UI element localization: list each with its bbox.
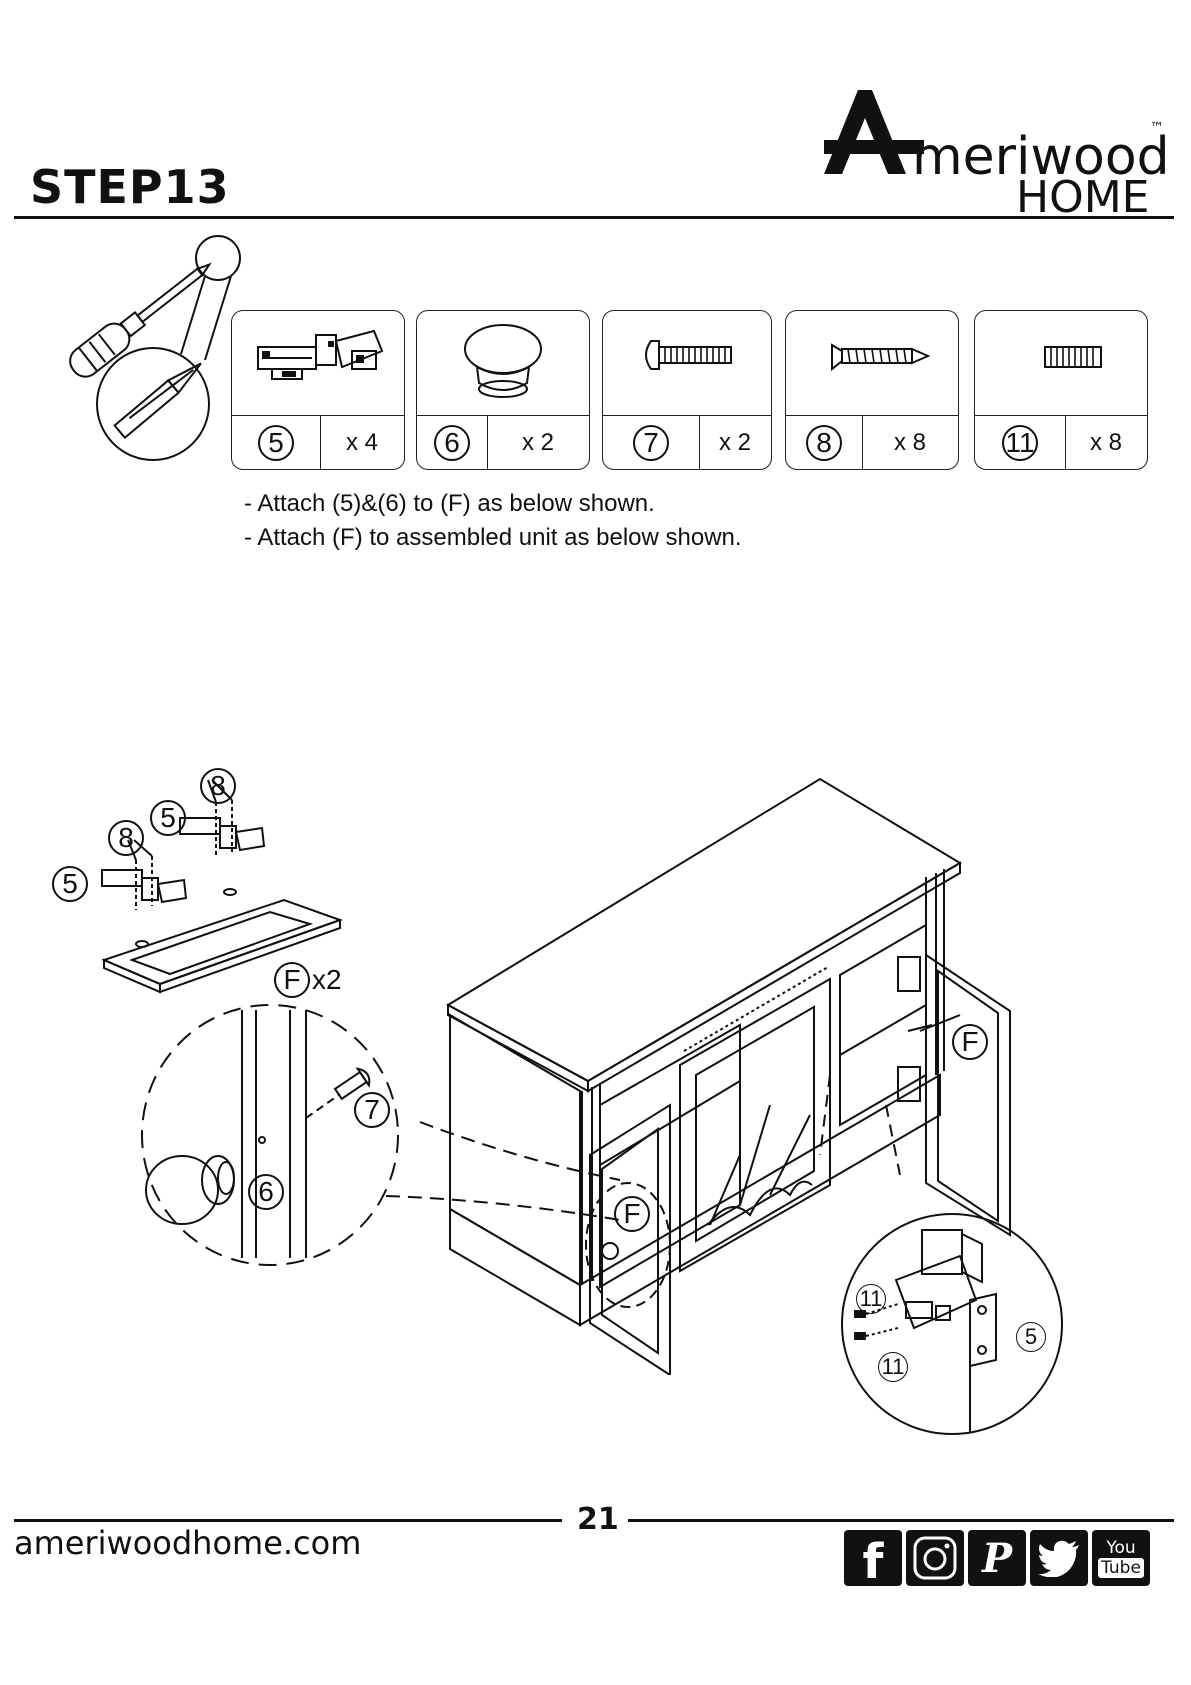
instruction-line-1: - Attach (5)&(6) to (F) as below shown.: [244, 490, 655, 518]
part-number-11: 11: [1002, 425, 1038, 461]
euro-screw-icon: [975, 311, 1147, 415]
callout-part-8-mid: 8: [200, 768, 236, 804]
callout-unit-door-f-left: F: [614, 1196, 650, 1232]
hinge-icon: [232, 311, 404, 415]
part-card-6: 6 x 2: [416, 310, 590, 470]
part-number-7: 7: [633, 425, 669, 461]
part-qty-11: x 8: [1065, 416, 1147, 469]
youtube-icon[interactable]: You Tube: [1092, 1530, 1150, 1586]
knob-icon: [417, 311, 589, 415]
twitter-icon[interactable]: [1030, 1530, 1088, 1586]
callout-part-6: 6: [248, 1174, 284, 1210]
part-card-11: 11 x 8: [974, 310, 1148, 470]
callout-unit-door-f-right: F: [952, 1024, 988, 1060]
callout-part-5-left: 5: [52, 866, 88, 902]
callout-door-f: F: [274, 962, 310, 998]
callout-hinge-part-5: 5: [1016, 1322, 1046, 1352]
part-number-5: 5: [258, 425, 294, 461]
footer-rule-right: [628, 1519, 1174, 1522]
logo-sub: HOME: [1016, 172, 1149, 214]
callout-part-5-mid: 5: [150, 800, 186, 836]
step-title: STEP13: [30, 160, 230, 214]
pinterest-icon[interactable]: P: [968, 1530, 1026, 1586]
page-number: 21: [577, 1502, 619, 1537]
part-card-8: 8 x 8: [785, 310, 959, 470]
callout-part-8-left: 8: [108, 820, 144, 856]
logo-trademark: ™: [1150, 120, 1164, 136]
part-qty-7: x 2: [699, 416, 771, 469]
footer-rule-left: [14, 1519, 562, 1522]
part-qty-5: x 4: [320, 416, 404, 469]
part-qty-6: x 2: [487, 416, 589, 469]
part-card-5: 5 x 4: [231, 310, 405, 470]
knob-detail-illustration: [130, 1000, 410, 1270]
callout-hinge-part-11-top: 11: [856, 1284, 886, 1314]
callout-hinge-part-11-bottom: 11: [878, 1352, 908, 1382]
instagram-icon[interactable]: [906, 1530, 964, 1586]
header-rule: [14, 216, 1174, 219]
ameriwood-home-logo: meriwood ™ HOME: [820, 88, 1170, 214]
footer-website-link[interactable]: ameriwoodhome.com: [14, 1524, 361, 1562]
facebook-icon[interactable]: f: [844, 1530, 902, 1586]
part-number-6: 6: [434, 425, 470, 461]
machine-screw-icon: [603, 311, 771, 415]
instruction-line-2: - Attach (F) to assembled unit as below …: [244, 524, 742, 552]
callout-door-qty: x2: [312, 964, 342, 996]
screwdriver-icon: [55, 232, 245, 472]
part-card-7: 7 x 2: [602, 310, 772, 470]
part-qty-8: x 8: [862, 416, 958, 469]
part-number-8: 8: [806, 425, 842, 461]
wood-screw-icon: [786, 311, 958, 415]
